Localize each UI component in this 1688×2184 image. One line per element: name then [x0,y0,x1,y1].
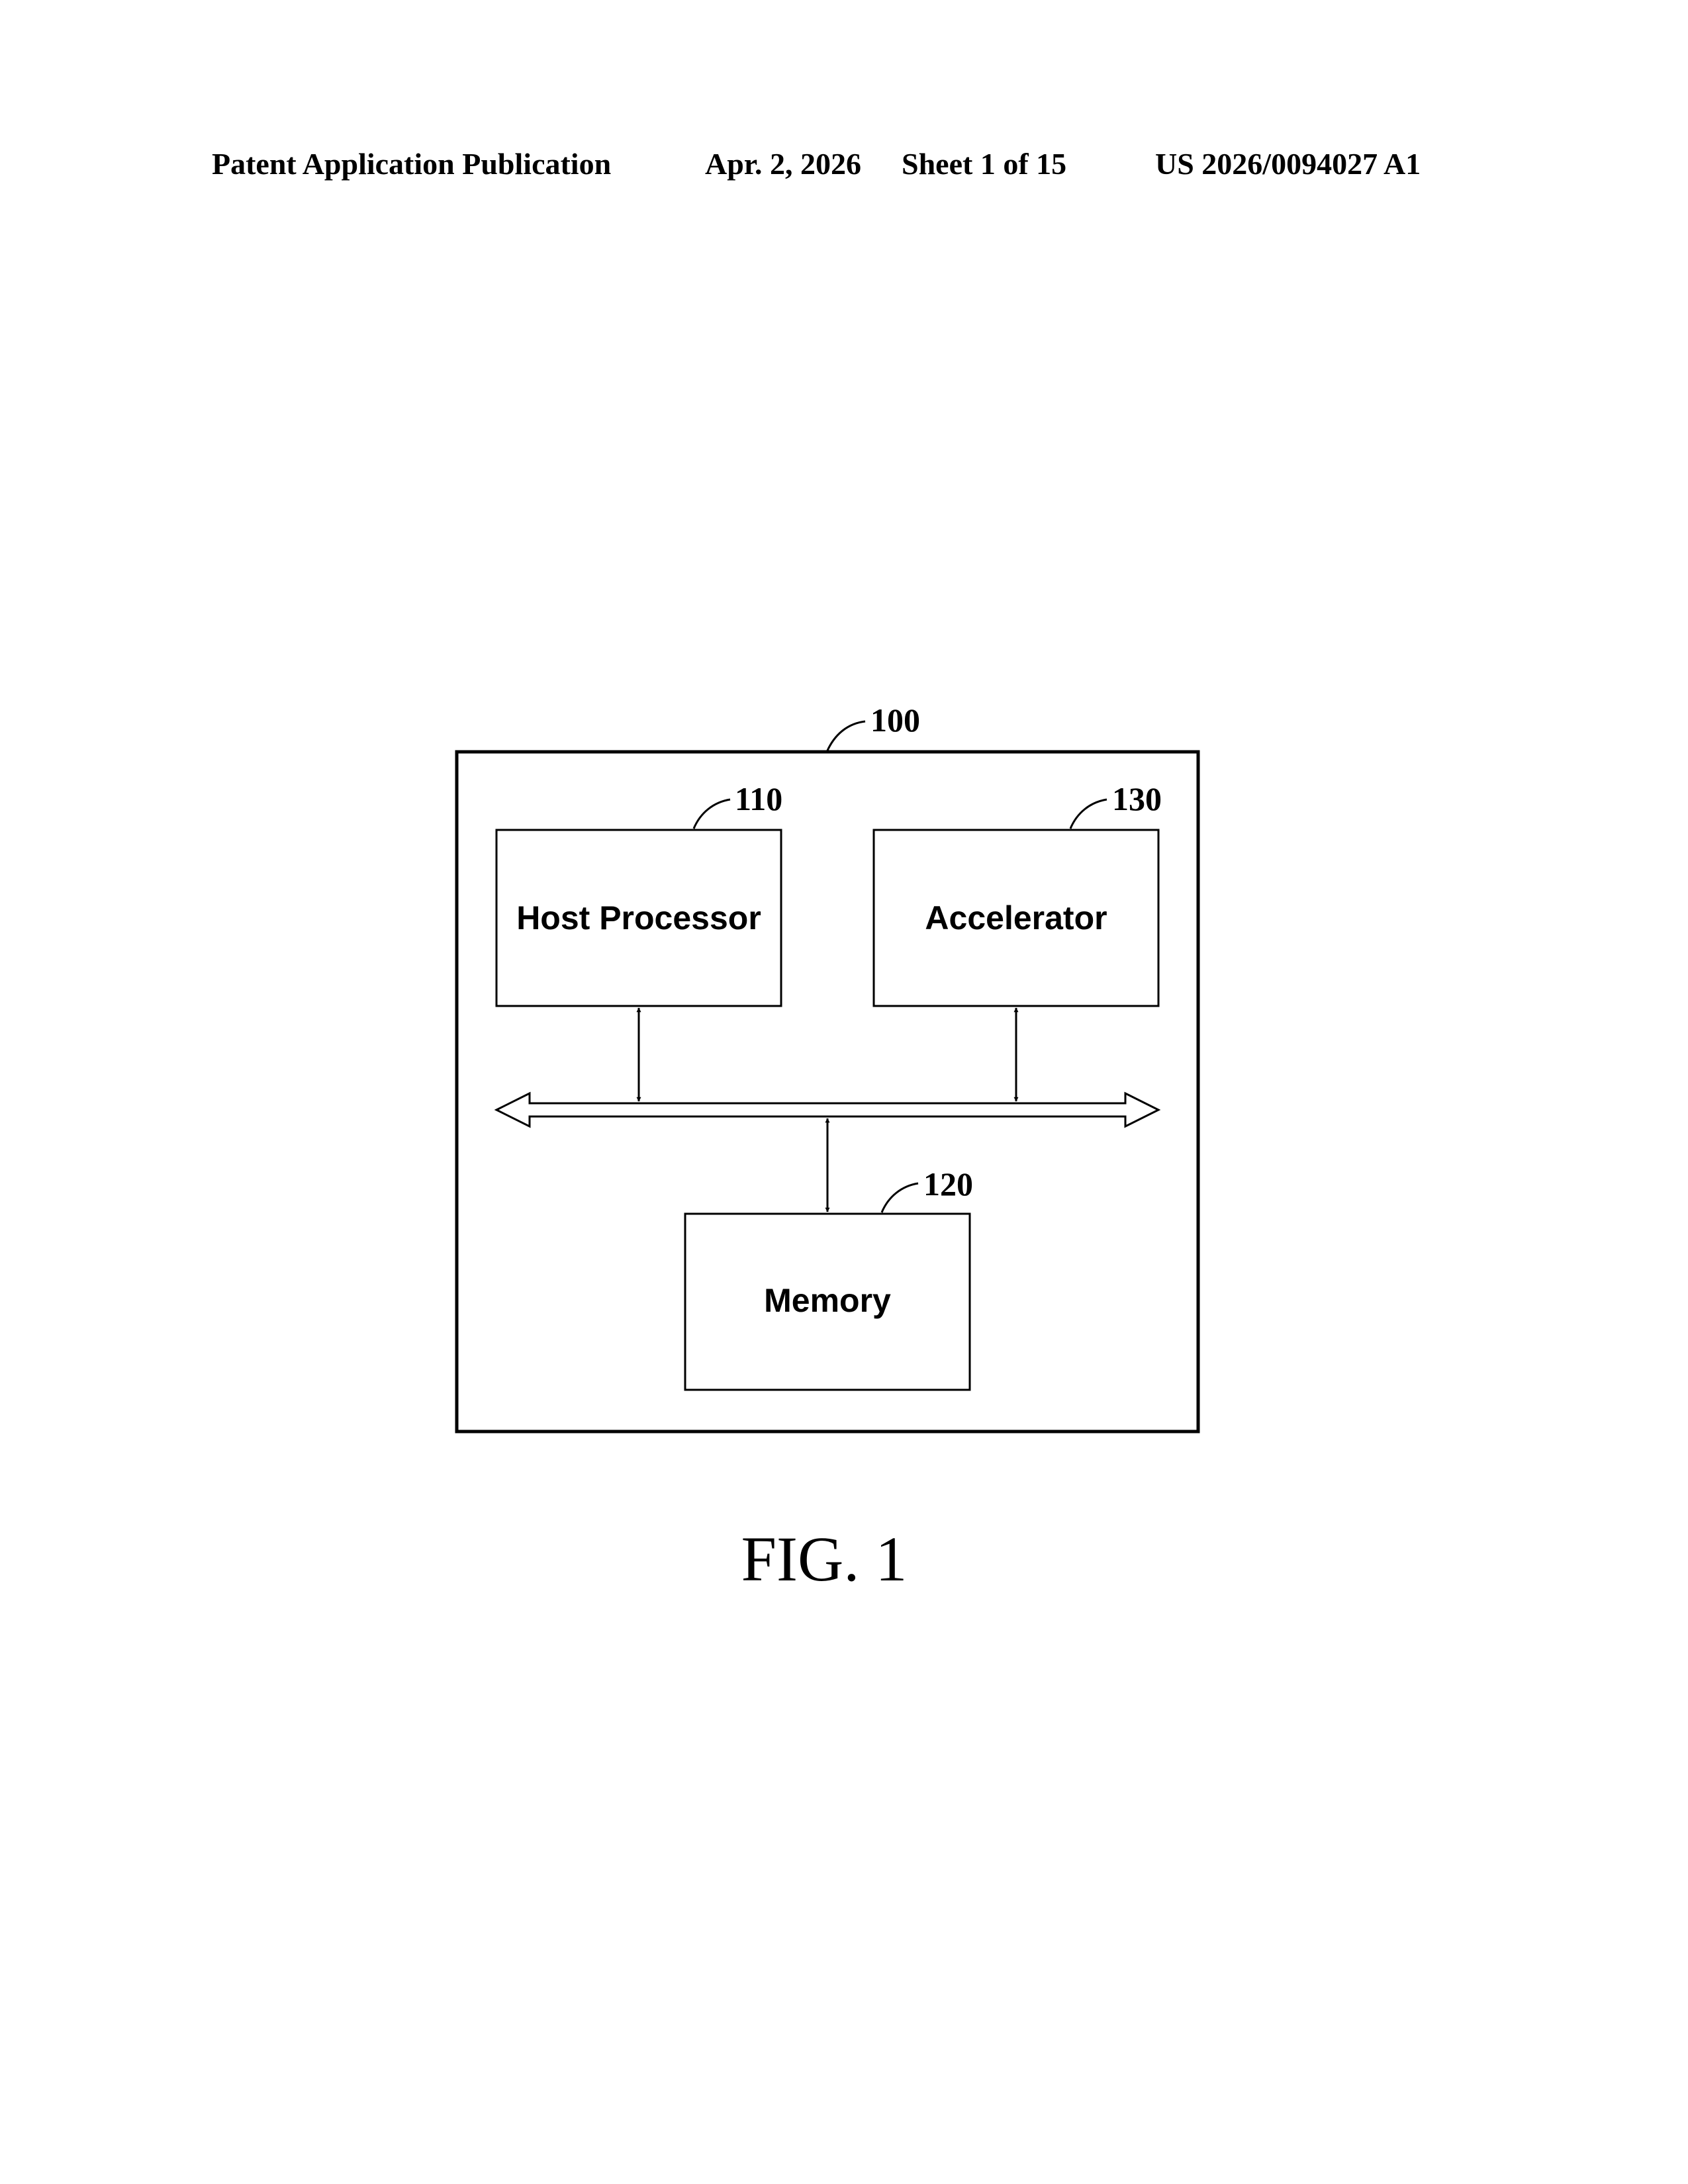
host-processor-ref-leader [694,799,730,829]
accelerator-label: Accelerator [925,899,1107,936]
system-ref-leader [827,721,865,751]
host-processor-label: Host Processor [516,899,761,936]
figure-caption: FIG. 1 [741,1524,908,1594]
memory-label: Memory [764,1282,891,1319]
memory-ref-number: 120 [923,1165,973,1203]
system-ref-number: 100 [870,702,920,739]
accelerator-ref-number: 130 [1112,780,1162,817]
accelerator-ref-leader [1070,799,1107,829]
host-processor-ref-number: 110 [735,780,782,817]
system-box [457,752,1198,1432]
memory-ref-leader [882,1183,918,1212]
